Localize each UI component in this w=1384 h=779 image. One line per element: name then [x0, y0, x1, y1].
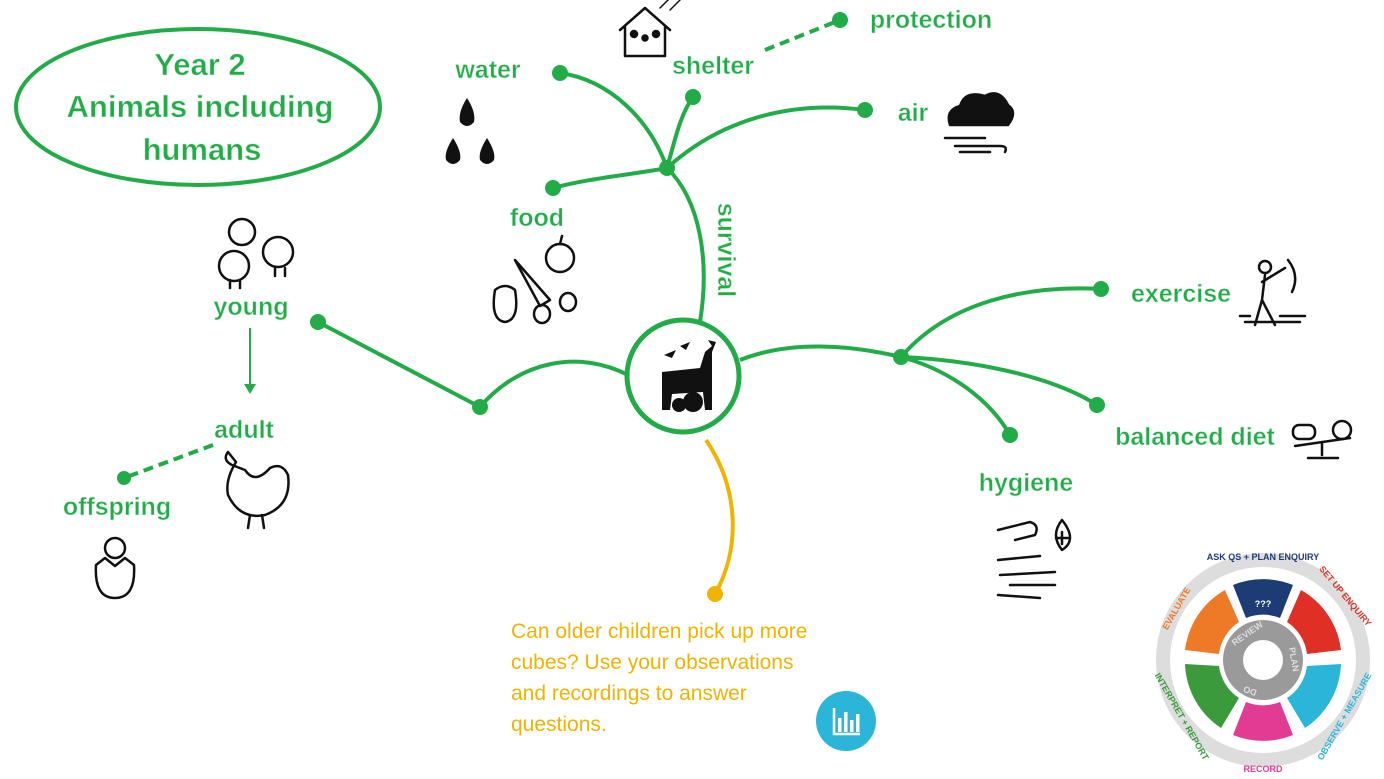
- hatching-chick-icon: [94, 536, 136, 600]
- label-young: young: [214, 293, 289, 321]
- central-animals-icon: [624, 317, 742, 435]
- enquiry-question: Can older children pick up more cubes? U…: [511, 620, 807, 736]
- handwashing-icon: [996, 518, 1072, 600]
- wheel-ask-qs: ASK QS + PLAN ENQUIRY: [1207, 552, 1319, 562]
- question-line-3: and recordings to answer: [511, 682, 747, 705]
- label-exercise: exercise: [1131, 280, 1231, 308]
- wheel-record: RECORD: [1243, 764, 1283, 774]
- question-line-1: Can older children pick up more: [511, 620, 807, 643]
- label-shelter: shelter: [672, 52, 754, 80]
- label-offspring: offspring: [63, 493, 171, 521]
- bar-chart-icon: [816, 691, 876, 751]
- water-drops-icon: [445, 98, 495, 164]
- chicks-icon: [217, 217, 295, 290]
- label-food: food: [510, 204, 564, 232]
- wheel-question-marks: ???: [1255, 599, 1272, 609]
- label-air: air: [898, 99, 929, 127]
- label-survival: survival: [712, 203, 740, 298]
- balance-scale-icon: [1291, 419, 1353, 460]
- hen-icon: [224, 450, 290, 530]
- wheel-do: DO: [1242, 684, 1258, 698]
- branch-nodes: [117, 12, 1109, 602]
- title-bubble: Year 2 Animals including humans: [14, 27, 382, 187]
- cloud-wind-icon: [943, 92, 1015, 154]
- label-protection: protection: [870, 6, 992, 34]
- label-balanced-diet: balanced diet: [1115, 423, 1275, 451]
- label-adult: adult: [214, 416, 274, 444]
- enquiry-wheel: ??? ASK QS + PLAN ENQUIRY SET UP ENQUIRY…: [1153, 552, 1374, 774]
- title-line-1: Year 2: [154, 47, 245, 82]
- label-hygiene: hygiene: [979, 469, 1074, 497]
- question-line-4: questions.: [511, 713, 607, 736]
- title-line-3: humans: [143, 132, 262, 167]
- food-icon: [492, 234, 578, 325]
- label-water: water: [454, 56, 521, 84]
- branch-lines: [123, 18, 1102, 595]
- wheel-plan: PLAN: [1287, 647, 1301, 673]
- question-line-2: cubes? Use your observations: [511, 651, 794, 674]
- exercise-icon: [1238, 258, 1307, 327]
- shelter-icon: [618, 0, 681, 58]
- title-line-2: Animals including: [67, 89, 334, 124]
